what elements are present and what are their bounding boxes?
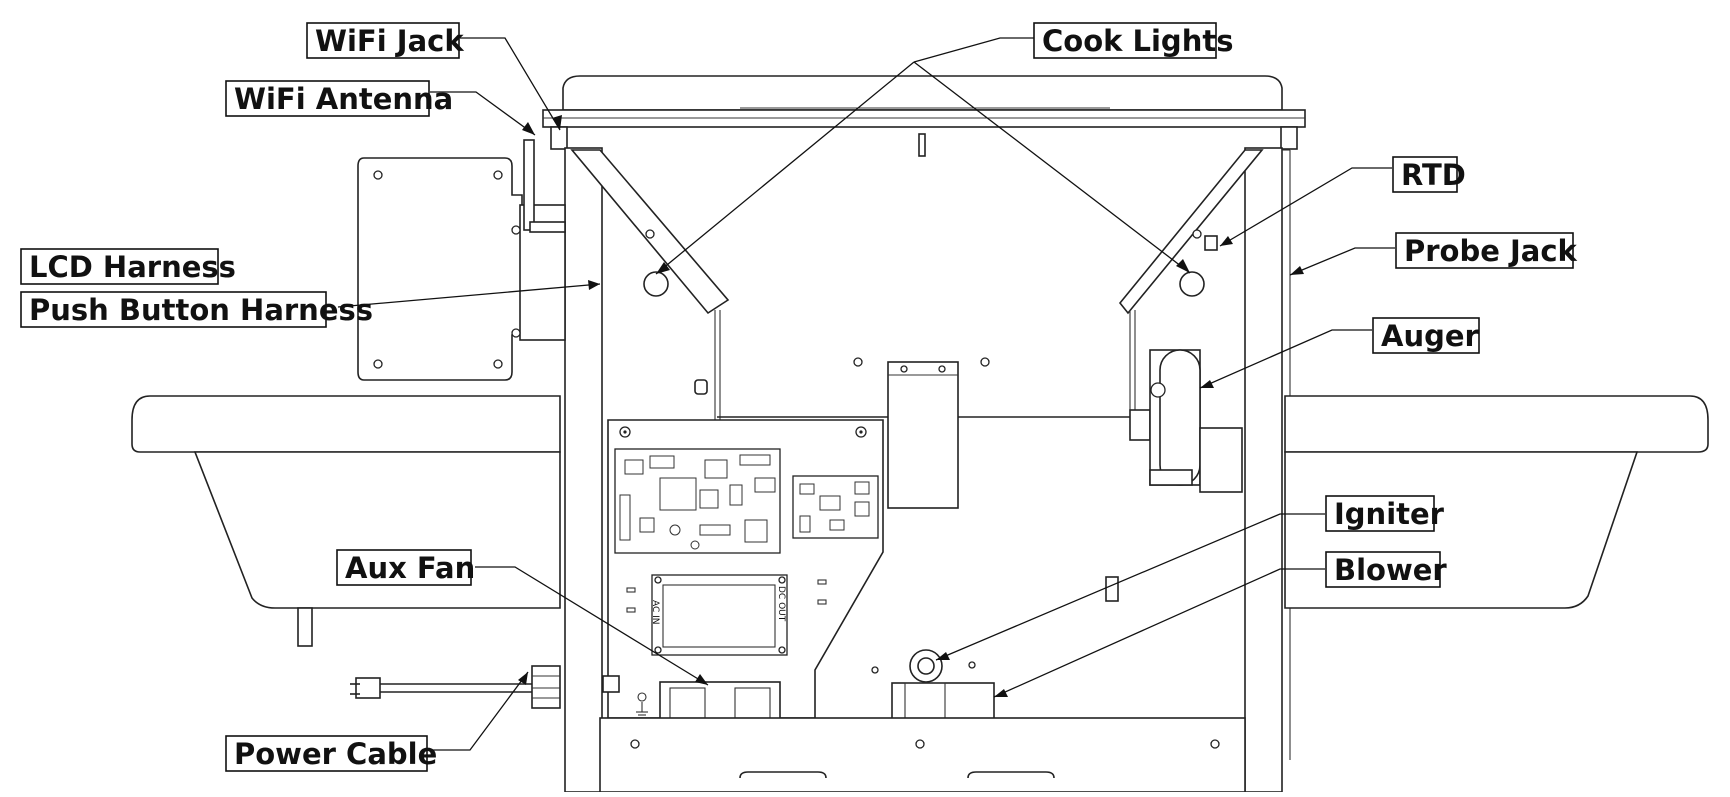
left-hinge bbox=[550, 126, 568, 150]
lower-box bbox=[599, 717, 1246, 793]
label-igniter: Igniter bbox=[1325, 495, 1445, 532]
right-frame bbox=[1244, 147, 1283, 793]
callout-labels: WiFi Jack WiFi Antenna LCD Harness Push … bbox=[20, 22, 1578, 772]
psu-ac-in-label: AC IN bbox=[650, 600, 660, 625]
wifi-antenna-part bbox=[523, 139, 535, 231]
label-power-cable: Power Cable bbox=[225, 735, 437, 772]
center-chute bbox=[887, 361, 959, 509]
right-cook-light bbox=[1179, 271, 1205, 297]
label-wifi-jack-text: WiFi Jack bbox=[315, 24, 464, 58]
right-side-shelf bbox=[1284, 395, 1709, 453]
label-rtd: RTD bbox=[1392, 156, 1466, 193]
label-blower-text: Blower bbox=[1334, 553, 1447, 587]
label-auger-text: Auger bbox=[1381, 319, 1480, 353]
label-rtd-text: RTD bbox=[1401, 158, 1466, 192]
label-aux-fan-text: Aux Fan bbox=[345, 551, 475, 585]
lcd-housing bbox=[357, 157, 523, 381]
label-lcd-harness-text: LCD Harness bbox=[29, 250, 236, 284]
left-cook-light bbox=[643, 271, 669, 297]
grill-body: AC IN DC OUT bbox=[131, 75, 1709, 793]
label-lcd-harness: LCD Harness bbox=[20, 248, 236, 285]
label-aux-fan: Aux Fan bbox=[336, 549, 475, 586]
cable-gland bbox=[531, 665, 561, 709]
label-wifi-jack: WiFi Jack bbox=[306, 22, 464, 59]
igniter-bracket bbox=[1105, 576, 1119, 602]
psu-dc-out-label: DC OUT bbox=[776, 586, 786, 622]
label-probe-jack-text: Probe Jack bbox=[1404, 234, 1578, 268]
right-hinge bbox=[1280, 126, 1298, 150]
label-wifi-antenna: WiFi Antenna bbox=[225, 80, 453, 117]
label-wifi-antenna-text: WiFi Antenna bbox=[234, 82, 453, 116]
label-power-cable-text: Power Cable bbox=[234, 737, 437, 771]
label-cook-lights: Cook Lights bbox=[1033, 22, 1233, 59]
label-cook-lights-text: Cook Lights bbox=[1042, 24, 1233, 58]
left-frame bbox=[564, 147, 603, 793]
left-shelf-peg bbox=[297, 607, 313, 647]
label-probe-jack: Probe Jack bbox=[1395, 232, 1578, 269]
power-plug bbox=[355, 677, 381, 699]
label-igniter-text: Igniter bbox=[1334, 497, 1445, 531]
lid bbox=[562, 75, 1283, 111]
label-push-button-harness-text: Push Button Harness bbox=[29, 293, 373, 327]
label-blower: Blower bbox=[1325, 551, 1447, 588]
auger-gearbox bbox=[1199, 427, 1243, 493]
label-push-button-harness: Push Button Harness bbox=[20, 291, 373, 328]
leader-lines bbox=[337, 37, 1395, 751]
label-auger: Auger bbox=[1372, 317, 1480, 354]
power-supply bbox=[651, 574, 788, 656]
left-side-shelf bbox=[131, 395, 561, 453]
blower-part bbox=[891, 682, 995, 724]
